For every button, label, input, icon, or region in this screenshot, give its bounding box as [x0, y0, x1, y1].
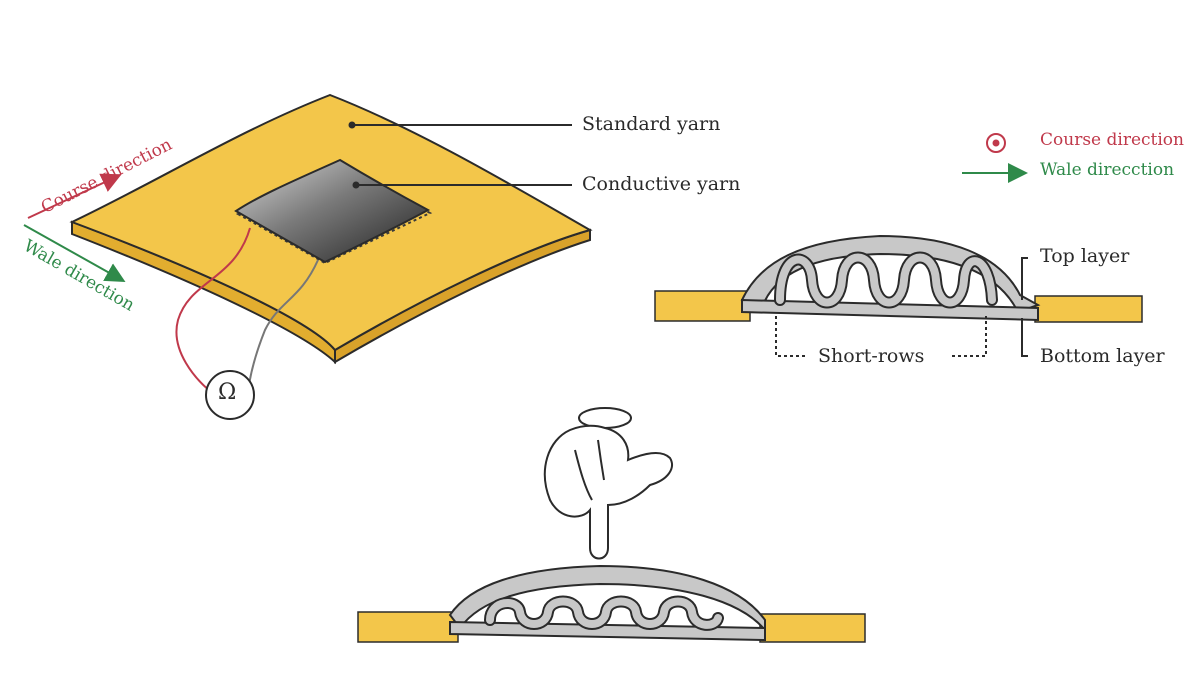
- legend-wale-label: Wale direcction: [1040, 160, 1175, 180]
- cross-section-rest: [654, 234, 1143, 357]
- conductive-yarn-label: Conductive yarn: [582, 173, 741, 195]
- pointing-hand-icon: [543, 407, 673, 560]
- dot-in-circle-icon: [986, 133, 1006, 153]
- short-rows-label: Short-rows: [818, 345, 925, 367]
- legend-course-label: Course direction: [1040, 130, 1184, 150]
- wale-arrow-diag: [23, 224, 126, 282]
- bottom-layer-label: Bottom layer: [1040, 345, 1165, 367]
- course-arrow-diag: [27, 173, 122, 219]
- top-layer-label: Top layer: [1040, 245, 1130, 267]
- leader-lines: [348, 121, 572, 189]
- standard-yarn-label: Standard yarn: [582, 113, 721, 135]
- ohmmeter-icon: [205, 370, 255, 420]
- ohmmeter-wires: [175, 227, 319, 396]
- cross-section-pressed: [357, 564, 866, 643]
- ohm-symbol: Ω: [218, 380, 237, 405]
